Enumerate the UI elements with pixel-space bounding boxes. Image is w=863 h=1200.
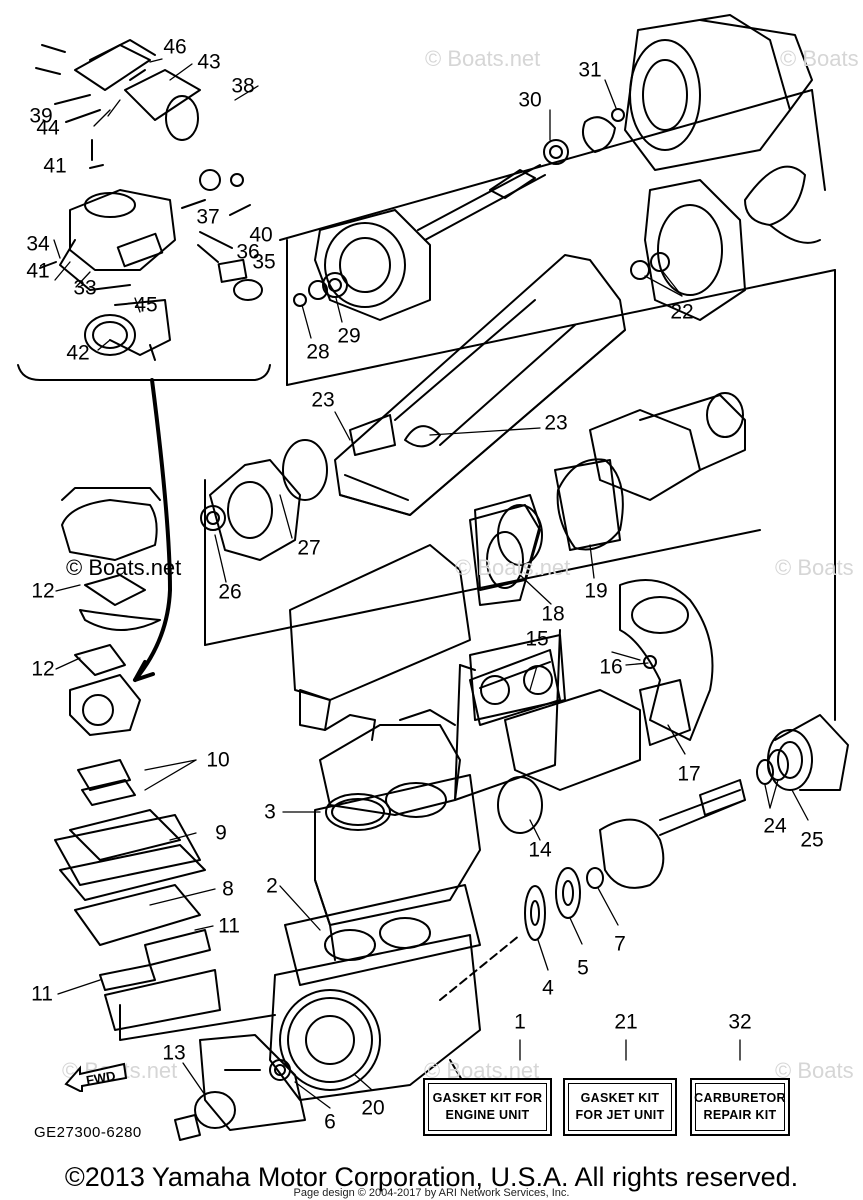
watermark: © Boats.net — [455, 555, 571, 580]
part-number: 16 — [599, 655, 623, 679]
part-number: 11 — [218, 914, 240, 938]
kit-box-engine-gaskets: GASKET KIT FOR ENGINE UNIT — [423, 1078, 552, 1136]
part-number: 5 — [577, 956, 589, 980]
leader-lines — [53, 58, 809, 1109]
crank-parts — [439, 714, 849, 1001]
part-number: 9 — [215, 821, 227, 845]
kit-label: GASKET KIT FOR ENGINE UNIT — [428, 1083, 547, 1131]
part-number: 8 — [222, 877, 234, 901]
air-box — [61, 487, 161, 501]
page-design-credit: Page design © 2004-2017 by ARI Network S… — [293, 1187, 570, 1199]
watermark: © Boats — [780, 46, 859, 71]
part-number: 12 — [31, 657, 55, 681]
part-number: 26 — [218, 580, 242, 604]
part-number: 28 — [306, 340, 330, 364]
part-number: 7 — [614, 932, 626, 956]
part-number: 17 — [677, 762, 701, 786]
exhaust-assembly — [200, 392, 761, 834]
kit-label: GASKET KIT FOR JET UNIT — [568, 1083, 672, 1131]
gaskets — [469, 459, 621, 721]
part-number: 42 — [66, 341, 90, 365]
part-number: 21 — [614, 1010, 638, 1034]
part-number: 43 — [197, 50, 221, 74]
part-number: 6 — [324, 1110, 336, 1134]
part-number: 41 — [26, 259, 50, 283]
part-number: 27 — [297, 536, 321, 560]
kit-label: CARBURETOR REPAIR KIT — [694, 1083, 786, 1131]
part-number: 40 — [249, 223, 273, 247]
part-number: 15 — [525, 627, 549, 651]
part-number: 12 — [31, 579, 55, 603]
part-number: 41 — [43, 154, 67, 178]
part-number: 3 — [264, 800, 276, 824]
part-number: 13 — [162, 1041, 186, 1065]
watermark: © Boats.net — [66, 555, 182, 580]
part-number: 24 — [763, 814, 787, 838]
intake-grate — [334, 254, 626, 516]
part-number: 35 — [252, 250, 276, 274]
part-number: 29 — [337, 324, 361, 348]
part-number: 14 — [528, 838, 552, 862]
part-number: 20 — [361, 1096, 385, 1120]
part-number: 1 — [514, 1010, 526, 1034]
part-number: 36 — [236, 240, 260, 264]
part-number: 30 — [518, 88, 542, 112]
part-number: 22 — [670, 300, 694, 324]
part-number: 2 — [266, 874, 278, 898]
part-number: 45 — [134, 293, 158, 317]
part-number: 32 — [728, 1010, 752, 1034]
forward-arrow-icon: FWD — [64, 1062, 128, 1092]
diagram-code: GE27300-6280 — [34, 1124, 142, 1141]
part-number: 19 — [584, 579, 608, 603]
copyright-notice: ©2013 Yamaha Motor Corporation, U.S.A. A… — [64, 1162, 799, 1192]
part-number: 33 — [73, 276, 97, 300]
part-number: 38 — [231, 74, 255, 98]
carburetor-inset — [17, 39, 271, 682]
part-number: 4 — [542, 976, 554, 1000]
watermark: © Boats.net — [425, 46, 541, 71]
jet-pump-assembly — [279, 14, 836, 721]
part-number: 46 — [163, 35, 187, 59]
part-number: 34 — [26, 232, 50, 256]
kit-box-carburetor: CARBURETOR REPAIR KIT — [690, 1078, 790, 1136]
part-number: 44 — [36, 116, 60, 140]
intake-stack — [54, 499, 276, 1041]
part-number: 11 — [31, 982, 53, 1006]
kit-box-jet-gaskets: GASKET KIT FOR JET UNIT — [563, 1078, 677, 1136]
part-number: 23 — [311, 388, 335, 412]
part-number: 10 — [206, 748, 230, 772]
part-number: 31 — [578, 58, 602, 82]
part-number: 25 — [800, 828, 824, 852]
part-number: 18 — [541, 602, 565, 626]
fwd-label: FWD — [85, 1068, 117, 1088]
part-number: 23 — [544, 411, 568, 435]
part-number: 39 — [29, 104, 53, 128]
part-number: 37 — [196, 205, 220, 229]
watermark: © Boats — [775, 555, 854, 580]
